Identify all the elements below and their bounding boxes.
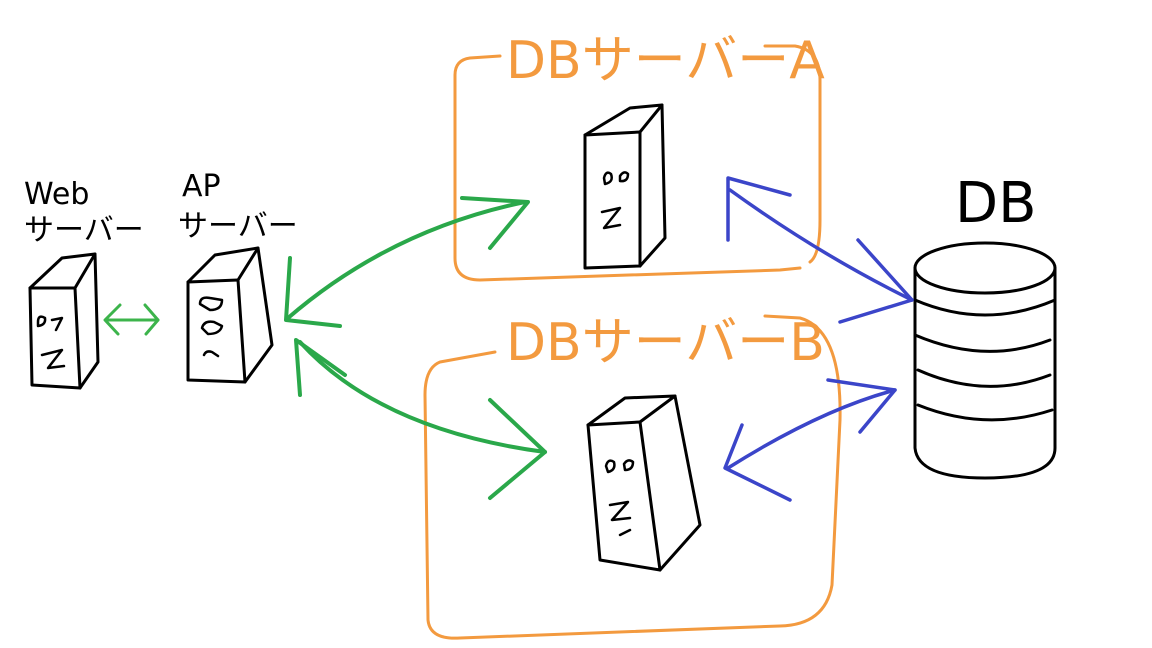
db-server-a-group: DBサーバーA bbox=[453, 31, 825, 282]
db-server-a-label: DBサーバーA bbox=[506, 31, 825, 91]
db-server-a-icon bbox=[583, 103, 667, 270]
ap-server-label-line1: AP bbox=[182, 169, 221, 204]
db-server-b-label: DBサーバーB bbox=[506, 313, 825, 373]
database-cylinder-icon bbox=[913, 241, 1057, 480]
arrow-ap-to-db-server-b bbox=[294, 338, 547, 500]
db-server-b-group: DBサーバーB bbox=[423, 313, 842, 640]
db-server-a-group-border bbox=[453, 54, 802, 282]
arrow-web-to-ap bbox=[103, 303, 160, 336]
ap-server-icon bbox=[186, 246, 274, 384]
db-server-a-group-border-right bbox=[763, 44, 822, 264]
arrow-ap-to-db-server-a bbox=[284, 196, 530, 328]
arrow-db-server-b-to-db bbox=[723, 378, 897, 502]
ap-server-label-line2: サーバー bbox=[178, 209, 298, 244]
web-server-node: Web サーバー bbox=[24, 177, 144, 390]
db-server-b-icon bbox=[586, 394, 702, 572]
arrow-db-server-a-to-db bbox=[726, 176, 914, 324]
ap-server-node: AP サーバー bbox=[178, 169, 298, 384]
database-label: DB bbox=[955, 171, 1037, 236]
db-server-b-group-border bbox=[423, 314, 842, 640]
web-server-label-line1: Web bbox=[24, 177, 89, 212]
web-server-label-line2: サーバー bbox=[24, 213, 144, 248]
database-node: DB bbox=[913, 171, 1057, 480]
web-server-icon bbox=[28, 252, 100, 390]
